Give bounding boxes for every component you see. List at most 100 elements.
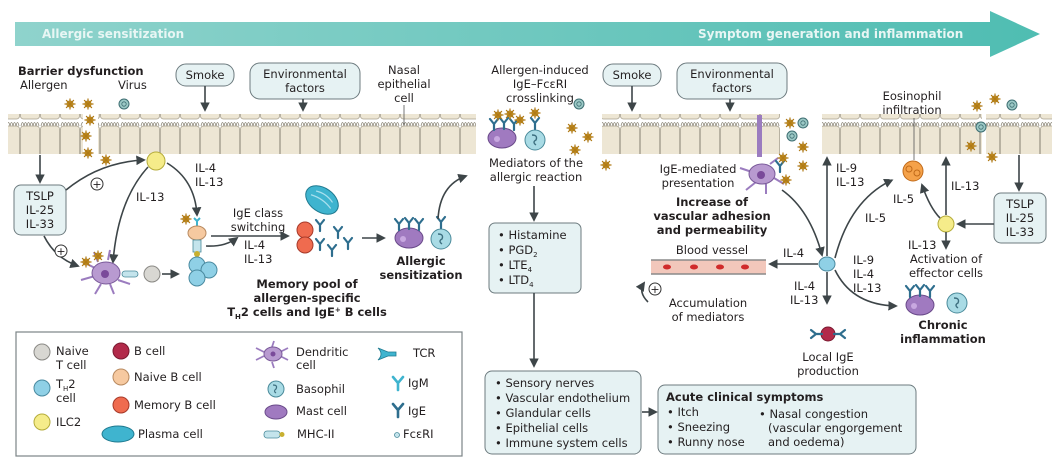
legend-label: IgE: [408, 404, 426, 418]
allergen-icon: [796, 140, 810, 154]
target-item: • Vascular endothelium: [495, 391, 630, 405]
epithelium-segment: [98, 114, 476, 154]
allergen-icon: [63, 97, 77, 111]
allergen-icon: [964, 139, 978, 153]
plus-icon: [648, 282, 662, 296]
allergen-icon: [796, 159, 810, 173]
legend: Naive T cell TH2 cell ILC2 B cell Naive …: [15, 331, 463, 457]
sensitized-basophil: [430, 215, 452, 250]
mediators-label-2: allergic reaction: [490, 170, 582, 184]
virus-icon: [975, 121, 987, 133]
nasal-label-3: cell: [394, 91, 414, 105]
virus-icon: [797, 117, 809, 129]
igm-icon: [391, 375, 405, 392]
accumulation-label-2: of mediators: [672, 310, 745, 324]
legend-label: B cell: [134, 344, 165, 358]
virus-icon: [1006, 99, 1018, 111]
smoke-label: Smoke: [186, 68, 225, 82]
virus-icon: [118, 98, 130, 110]
memory-b-cell-icon: [112, 396, 130, 414]
fceri-icon: [394, 432, 400, 438]
acute-symptoms-title: Acute clinical symptoms: [666, 390, 823, 404]
environmental-label-2: factors: [285, 81, 325, 95]
legend-item-mast-cell: Mast cell: [264, 404, 347, 420]
mediator-section: Allergen-induced IgE–FcεRI crosslinking …: [484, 63, 917, 455]
il9-label: IL-9: [836, 161, 857, 175]
environmental-label-2: factors: [712, 81, 752, 95]
nasal-label-2: epithelial: [377, 77, 430, 91]
activation-label-1: Activation of: [910, 252, 983, 266]
blood-vessel: [651, 259, 766, 275]
symptom-item: • Runny nose: [667, 435, 745, 449]
tslp-to-ilc2-arrow: [65, 155, 146, 191]
il13-label: IL-13: [136, 190, 164, 204]
mediator-list-box: [488, 222, 582, 294]
degranulating-mast-cell: [487, 107, 527, 149]
naive-t-cell: [143, 265, 161, 283]
il4-label: IL-4: [794, 279, 815, 293]
symptom-item: • Nasal congestion: [759, 407, 868, 421]
allergen-icon: [81, 146, 95, 160]
vascular-label-2: vascular adhesion: [653, 209, 770, 223]
eosinophil-label-1: Eosinophil: [883, 89, 942, 103]
il25-label: IL-25: [1006, 211, 1034, 225]
progression-banner: Allergic sensitization Symptom generatio…: [15, 11, 1040, 57]
plasma-cell: [305, 185, 339, 215]
mediator-item: • LTE4: [498, 258, 533, 274]
vascular-label-1: Increase of: [676, 195, 749, 209]
activation-label-2: effector cells: [909, 266, 983, 280]
virus-label: Virus: [118, 78, 147, 92]
local-ige-label-1: Local IgE: [802, 350, 853, 364]
chronic-inflammation-label-1: Chronic: [918, 318, 967, 332]
dendrite-process: [757, 115, 762, 157]
il4-label: IL-4: [195, 161, 216, 175]
ilc2-to-eosinophil-arrow: [919, 183, 941, 219]
legend-label: cell: [56, 391, 76, 405]
environmental-label-1: Environmental: [690, 67, 774, 81]
mediator-list: • Histamine • PGD2 • LTE4 • LTD4: [498, 228, 567, 289]
ilc2-to-dc-arrow: [108, 166, 149, 264]
target-item: • Sensory nerves: [495, 376, 594, 390]
allergen-label: Allergen: [20, 78, 68, 92]
dc-to-th2-arrow: [781, 189, 825, 257]
plus-sign: +: [92, 178, 101, 191]
allergen-icon: [985, 150, 999, 164]
ige-switch-label-1: IgE class: [233, 206, 283, 220]
ilc2-cell: [937, 215, 955, 233]
tslp-label: TSLP: [25, 189, 54, 203]
epithelium-segment: [8, 114, 83, 154]
target-tissues-box: [484, 370, 642, 455]
mediators-label-1: Mediators of the: [489, 156, 583, 170]
ige-icon: [391, 402, 405, 419]
legend-label: Naive B cell: [134, 370, 202, 384]
ilc2-cell: [146, 151, 166, 171]
ige-antibody: [326, 243, 338, 258]
ige-antibody: [314, 218, 326, 233]
b-cell-stack: [179, 212, 218, 287]
nasal-label-1: Nasal: [388, 63, 420, 77]
allergen-icon: [988, 92, 1002, 106]
local-ige-label-2: production: [797, 364, 859, 378]
mediator-item: • PGD2: [498, 243, 538, 259]
sensitization-section: Barrier dysfunction Allergen Virus Smoke…: [13, 62, 468, 321]
mhc-ii-icon: [263, 430, 281, 439]
memory-b-cell: [296, 236, 314, 254]
legend-item-igm: IgM: [391, 375, 429, 392]
legend-label: Naive: [56, 344, 89, 358]
ige-antibody: [342, 236, 354, 251]
il13-label: IL-13: [853, 281, 881, 295]
ige-switch-label-2: switching: [231, 220, 286, 234]
nasal-epithelium: [8, 114, 1052, 154]
legend-item-memory-b-cell: Memory B cell: [112, 396, 216, 414]
allergen-icon: [581, 130, 595, 144]
th2-to-eosinophil-arrow: [834, 178, 894, 259]
th2-cell: [818, 256, 836, 272]
il33-label: IL-33: [26, 217, 54, 231]
target-item: • Epithelial cells: [495, 421, 588, 435]
allergen-icon: [99, 153, 113, 167]
eosinophil-label-2: infiltration: [882, 103, 941, 117]
local-b-cell: [809, 326, 847, 342]
sensitized-mast-cell: [393, 216, 425, 249]
il9-label: IL-9: [853, 253, 874, 267]
